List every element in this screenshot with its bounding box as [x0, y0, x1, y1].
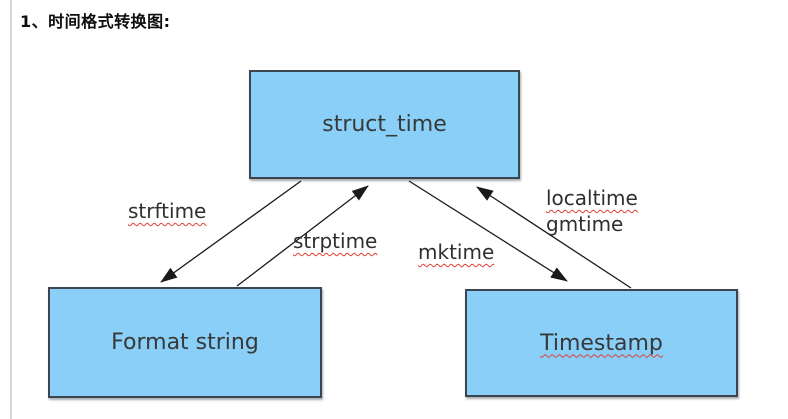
node-struct-time: struct_time: [249, 70, 520, 179]
node-format-string-label: Format string: [111, 330, 259, 355]
node-format-string: Format string: [48, 287, 322, 398]
left-border-rule: [10, 0, 12, 419]
edge-label-strptime: strptime: [293, 229, 378, 253]
edge-label-localtime-gmtime: localtime gmtime: [546, 186, 638, 236]
arrow-strftime: [160, 180, 302, 283]
edge-label-mktime: mktime: [418, 240, 495, 264]
page-title: 1、时间格式转换图:: [20, 12, 171, 31]
edge-label-strftime: strftime: [128, 199, 207, 223]
node-struct-time-label: struct_time: [322, 112, 447, 137]
arrow-mktime: [408, 180, 568, 282]
node-timestamp: Timestamp: [465, 289, 738, 397]
node-timestamp-label: Timestamp: [540, 330, 663, 356]
